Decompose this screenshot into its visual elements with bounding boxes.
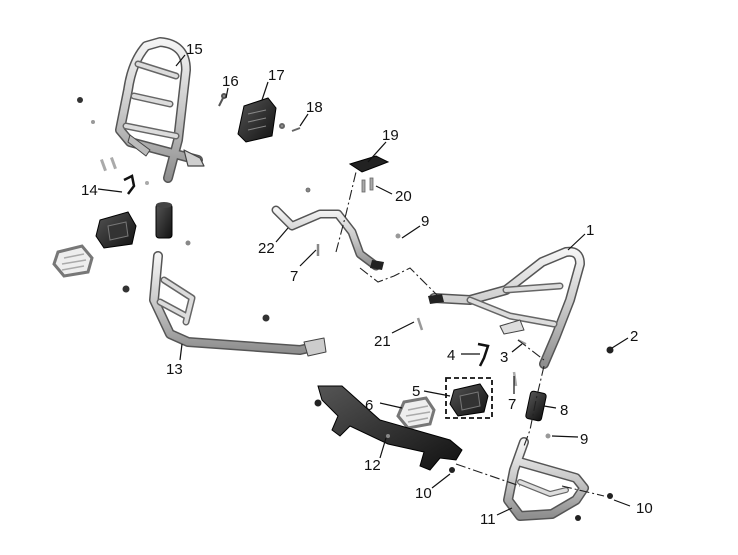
callout-labels: 1 2 3 4 5 6 7 7 8 9 9 10 10 11 12 13 14 …: [81, 41, 653, 528]
part-19-plate: [348, 155, 390, 173]
part-6-light-guard: [396, 396, 436, 430]
part-7-bolt-lower: [512, 371, 518, 387]
left-hardware-bolts: [77, 97, 270, 322]
callout-13: 13: [166, 361, 183, 378]
leader-lines: [97, 54, 631, 516]
callout-10-right: 10: [636, 500, 653, 517]
callout-15: 15: [186, 41, 203, 58]
part-12-skid-bar: [314, 385, 463, 471]
part-17-bracket-box: [237, 97, 277, 143]
callout-3: 3: [500, 349, 508, 366]
left-rubber-bushing: [155, 202, 173, 239]
callout-17: 17: [268, 67, 285, 84]
callout-11: 11: [480, 511, 496, 528]
part-18-bolt: [279, 123, 301, 132]
callout-16: 16: [222, 73, 239, 90]
assembly-lines: [335, 171, 605, 497]
callout-18: 18: [306, 99, 323, 116]
callout-2: 2: [630, 328, 638, 345]
callout-12: 12: [364, 457, 381, 474]
callout-9-upper: 9: [421, 213, 429, 230]
callout-6: 6: [365, 397, 373, 414]
part-2-bolt: [606, 346, 614, 354]
part-21-bolt: [416, 317, 424, 331]
callout-10-left: 10: [415, 485, 432, 502]
callout-4: 4: [447, 347, 455, 364]
part-11-lower-right-bar: [503, 437, 589, 521]
part-4-bracket: [477, 342, 490, 367]
callout-21: 21: [374, 333, 391, 350]
part-13-lower-crash-bar: [149, 251, 327, 357]
part-14-bracket: [123, 174, 136, 195]
callout-20: 20: [395, 188, 412, 205]
callout-7-upper: 7: [290, 268, 298, 285]
part-8-rubber-bushing: [525, 390, 547, 422]
part-1-main-crash-bar: [428, 246, 585, 369]
part-22-center-bracket-bar: [271, 205, 384, 271]
left-light-guard: [52, 244, 94, 278]
part-15-upper-crash-bar: [115, 37, 205, 183]
callout-22: 22: [258, 240, 275, 257]
part-10-bolts: [449, 467, 613, 521]
callout-14: 14: [81, 182, 98, 199]
callout-1: 1: [586, 222, 594, 239]
part-5-spotlight: [445, 377, 493, 419]
part-9-nut-lower: [545, 433, 551, 439]
callout-8: 8: [560, 402, 568, 419]
part-20-bolts: [305, 177, 374, 193]
left-spotlight: [95, 211, 137, 249]
callout-19: 19: [382, 127, 399, 144]
part-9-nut-upper: [395, 233, 401, 239]
callout-5: 5: [412, 383, 420, 400]
part-16-screw: [218, 93, 227, 107]
callout-9-lower: 9: [580, 431, 588, 448]
callout-7-lower: 7: [508, 396, 516, 413]
